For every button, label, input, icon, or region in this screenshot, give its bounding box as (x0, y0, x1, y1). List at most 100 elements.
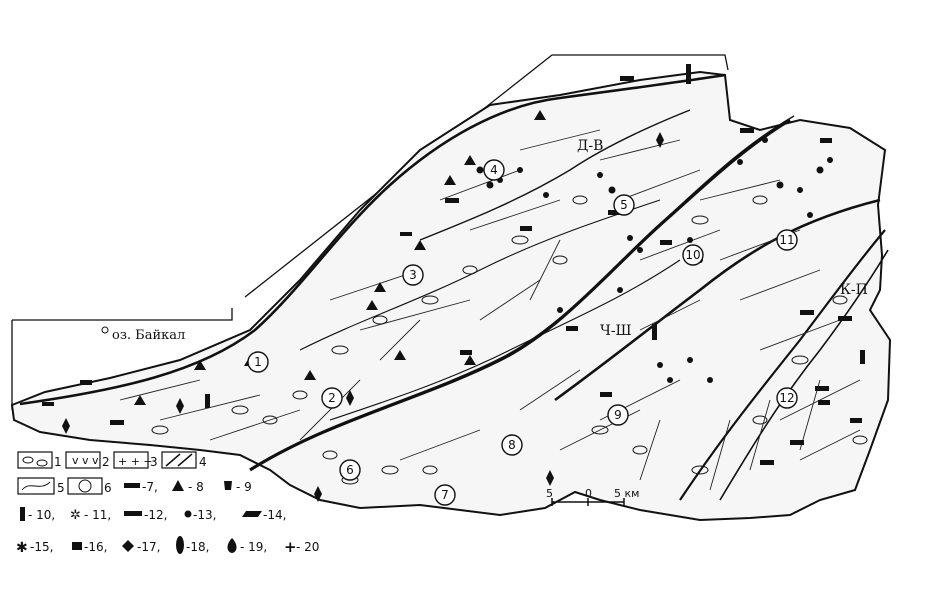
region-label-chsh: Ч-Ш (600, 323, 632, 339)
legend-item-9: - 9 (224, 480, 252, 494)
legend-item-11: ✲ - 11, (70, 508, 111, 523)
legend-num-6: 6 (104, 481, 112, 495)
zone-marker-6: 6 (339, 459, 361, 481)
legend-item-17: -17, (122, 540, 160, 554)
legend-num-8: - 8 (188, 480, 204, 494)
legend-num-13: -13, (193, 508, 216, 522)
svg-text:+ + +: + + + (118, 455, 153, 468)
legend-num-15: -15, (30, 540, 53, 554)
scale-bar: 5 0 5 км (546, 487, 639, 506)
legend-item-3: + + + 3 (113, 451, 158, 469)
zone-marker-8: 8 (501, 434, 523, 456)
legend-num-1: 1 (54, 455, 62, 469)
symbols-diamonds (62, 132, 664, 502)
zone-number-7: 7 (441, 488, 449, 502)
legend-num-16: -16, (84, 540, 107, 554)
zone-circle-icon (501, 434, 523, 456)
zone-circle-icon (434, 484, 456, 506)
legend-item-5: 5 (17, 477, 65, 495)
symbols-ovals (151, 195, 868, 485)
legend-item-18: -18, (176, 536, 209, 554)
legend-num-2: 2 (102, 455, 110, 469)
legend-item-10: - 10, (20, 507, 55, 522)
legend-item-20: + - 20 (284, 538, 319, 556)
map-body (10, 70, 892, 522)
zone-number-6: 6 (346, 463, 354, 477)
legend-num-18: -18, (186, 540, 209, 554)
scale-right: 5 км (614, 487, 639, 500)
legend-num-12: -12, (144, 508, 167, 522)
zone-circle-icon (402, 264, 424, 286)
zone-marker-11: 11 (776, 229, 798, 251)
scale-mid: 0 (585, 487, 592, 500)
legend-item-19: - 19, (227, 538, 267, 554)
lake-marker-icon (101, 326, 109, 334)
zone-number-9: 9 (614, 408, 622, 422)
symbols-bars (42, 64, 865, 465)
region-label-kp: К-П (840, 282, 868, 298)
legend-item-16: -16, (72, 540, 107, 554)
scale-left: 5 (546, 487, 553, 500)
zone-circle-icon (682, 244, 704, 266)
legend-num-9: - 9 (236, 480, 252, 494)
zone-circle-icon (613, 194, 635, 216)
symbols-dots (476, 137, 833, 383)
zone-number-12: 12 (779, 391, 794, 405)
zone-circle-icon (607, 404, 629, 426)
svg-text:v v v: v v v (72, 454, 99, 467)
region-label-dv: Д-В (577, 138, 603, 154)
legend-num-20: - 20 (296, 540, 319, 554)
legend-num-17: -17, (137, 540, 160, 554)
legend-num-4: 4 (199, 455, 207, 469)
zone-marker-5: 5 (613, 194, 635, 216)
legend-item-7: -7, (124, 480, 158, 494)
zone-marker-2: 2 (321, 387, 343, 409)
legend-item-1: 1 (17, 451, 62, 469)
legend-item-8: - 8 (172, 480, 204, 494)
zone-marker-10: 10 (682, 244, 704, 266)
zone-circle-icon (776, 387, 798, 409)
legend-num-7: -7, (142, 480, 158, 494)
legend-item-15: ✱ -15, (16, 540, 53, 556)
svg-text:+: + (284, 538, 297, 556)
legend-num-11: - 11, (84, 508, 111, 522)
zone-circle-icon (339, 459, 361, 481)
zone-circle-icon (776, 229, 798, 251)
legend-num-5: 5 (57, 481, 65, 495)
zone-number-1: 1 (254, 355, 262, 369)
zone-marker-4: 4 (483, 159, 505, 181)
lake-label: оз. Байкал (112, 328, 185, 343)
svg-text:✲: ✲ (70, 508, 81, 523)
legend-item-6: 6 (67, 477, 112, 495)
zone-circle-icon (247, 351, 269, 373)
fracture-lines (119, 129, 861, 491)
legend-item-12: -12, (124, 508, 167, 522)
legend-item-4: 4 (161, 451, 207, 469)
zone-marker-3: 3 (402, 264, 424, 286)
legend-num-19: - 19, (240, 540, 267, 554)
zone-number-2: 2 (328, 391, 336, 405)
legend-num-14: -14, (263, 508, 286, 522)
symbols-triangles (134, 110, 546, 405)
zone-number-4: 4 (490, 163, 498, 177)
zone-circle-icon (483, 159, 505, 181)
zone-marker-1: 1 (247, 351, 269, 373)
zone-number-5: 5 (620, 198, 628, 212)
zone-circle-icon (321, 387, 343, 409)
zone-number-3: 3 (409, 268, 417, 282)
zone-number-11: 11 (779, 233, 794, 247)
svg-text:✱: ✱ (16, 540, 28, 556)
legend-item-2: v v v 2 (65, 451, 110, 469)
zone-marker-9: 9 (607, 404, 629, 426)
zone-marker-12: 12 (776, 387, 798, 409)
zone-marker-7: 7 (434, 484, 456, 506)
zone-number-10: 10 (685, 248, 700, 262)
legend-item-13: -13, (184, 508, 216, 522)
legend-num-10: - 10, (28, 508, 55, 522)
zone-number-8: 8 (508, 438, 516, 452)
legend-num-3: 3 (150, 455, 158, 469)
thrust-fault-lines (19, 73, 889, 501)
legend: 1 v v v 2 + + + 3 4 5 6 (16, 451, 319, 556)
